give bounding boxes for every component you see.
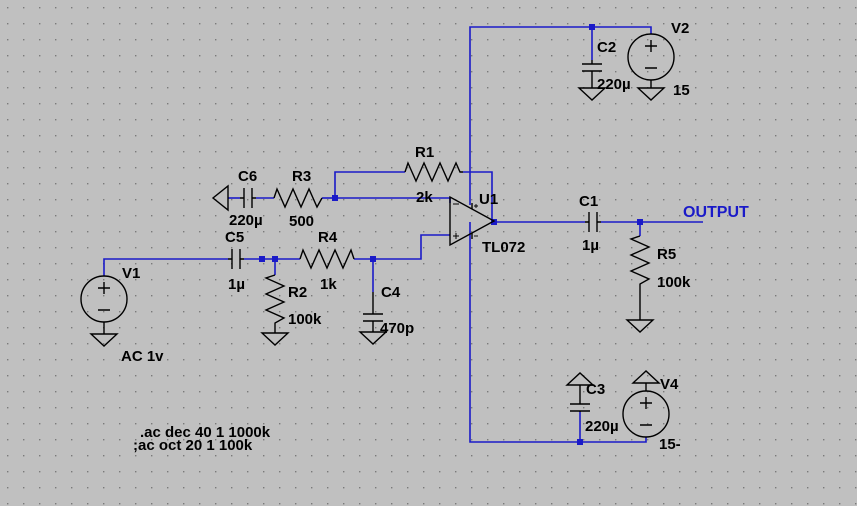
ground-c3	[565, 372, 595, 386]
wire-noninverting	[354, 234, 450, 260]
ground-v4	[631, 370, 661, 384]
label-u1-value: TL072	[482, 239, 525, 256]
junction-dot	[491, 219, 497, 225]
label-c2-value: 220µ	[597, 76, 631, 93]
capacitor-c3-symbol	[570, 385, 590, 412]
capacitor-c6-symbol	[240, 188, 256, 208]
resistor-r5-symbol	[629, 235, 651, 320]
label-v2-ref: V2	[671, 20, 689, 37]
label-c5-ref: C5	[225, 229, 244, 246]
wire-r1-right	[463, 171, 493, 222]
junctions	[259, 24, 643, 445]
capacitor-c2-symbol	[582, 60, 602, 88]
junction-dot	[577, 439, 583, 445]
label-r4-value: 1k	[320, 276, 337, 293]
label-r5-value: 100k	[657, 274, 691, 291]
label-c4-ref: C4	[381, 284, 401, 301]
wire-vplus-rail	[469, 26, 652, 205]
junction-dot	[259, 256, 265, 262]
junction-dot	[589, 24, 595, 30]
label-r5-ref: R5	[657, 246, 676, 263]
label-v4-ref: V4	[660, 376, 679, 393]
capacitor-c4-symbol	[363, 292, 383, 332]
capacitor-c1-symbol	[585, 212, 601, 232]
junction-dot	[637, 219, 643, 225]
label-v1-ref: V1	[122, 265, 140, 282]
label-r1-ref: R1	[415, 144, 434, 161]
wire-v1-c5	[103, 258, 228, 276]
v4-polarity	[640, 397, 652, 426]
ground-c6	[211, 184, 229, 212]
ground-c2	[577, 87, 607, 101]
resistor-r1-symbol	[404, 161, 463, 183]
label-r3-value: 500	[289, 213, 314, 230]
label-r3-ref: R3	[292, 168, 311, 185]
capacitor-c5-symbol	[228, 249, 244, 269]
junction-dot	[272, 256, 278, 262]
label-v2-value: 15	[673, 82, 690, 99]
junction-dot	[370, 256, 376, 262]
label-c4-value: 470p	[380, 320, 414, 337]
ground-r5	[625, 319, 655, 333]
ground-c4	[358, 331, 388, 345]
v1-polarity	[98, 282, 110, 311]
label-v4-value: 15-	[659, 436, 681, 453]
label-c2-ref: C2	[597, 39, 616, 56]
component-labels: V1 AC 1v V2 15 V4 15- C1 1µ C2 220µ C3 2…	[121, 20, 691, 453]
wire-r1-left	[334, 171, 405, 198]
label-c6-ref: C6	[238, 168, 257, 185]
resistor-r2-symbol	[264, 274, 286, 333]
spice-comment-ac[interactable]: ;ac oct 20 1 100k	[133, 437, 253, 454]
label-v1-value: AC 1v	[121, 348, 164, 365]
label-c6-value: 220µ	[229, 212, 263, 229]
label-r1-value: 2k	[416, 189, 433, 206]
label-u1-ref: U1	[479, 191, 498, 208]
v2-polarity	[645, 40, 657, 69]
label-c1-ref: C1	[579, 193, 598, 210]
label-r4-ref: R4	[318, 229, 338, 246]
opamp-plus-sign	[453, 233, 459, 239]
ground-v2	[636, 87, 666, 101]
wire-vminus-rail	[469, 222, 647, 443]
spice-directive-ac[interactable]: .ac dec 40 1 1000k	[140, 424, 271, 441]
components	[80, 33, 675, 438]
resistor-r4-symbol	[299, 248, 355, 270]
label-c1-value: 1µ	[582, 237, 599, 254]
label-r2-value: 100k	[288, 311, 322, 328]
label-c3-value: 220µ	[585, 418, 619, 435]
opamp-supply-plus	[474, 204, 478, 208]
label-c5-value: 1µ	[228, 276, 245, 293]
label-c3-ref: C3	[586, 381, 605, 398]
junction-dot	[332, 195, 338, 201]
resistor-r3-symbol	[273, 187, 323, 209]
label-r2-ref: R2	[288, 284, 307, 301]
wires	[103, 26, 703, 443]
ground-r2	[260, 332, 290, 346]
ground-v1	[89, 333, 119, 347]
net-label-output[interactable]: OUTPUT	[683, 204, 749, 221]
